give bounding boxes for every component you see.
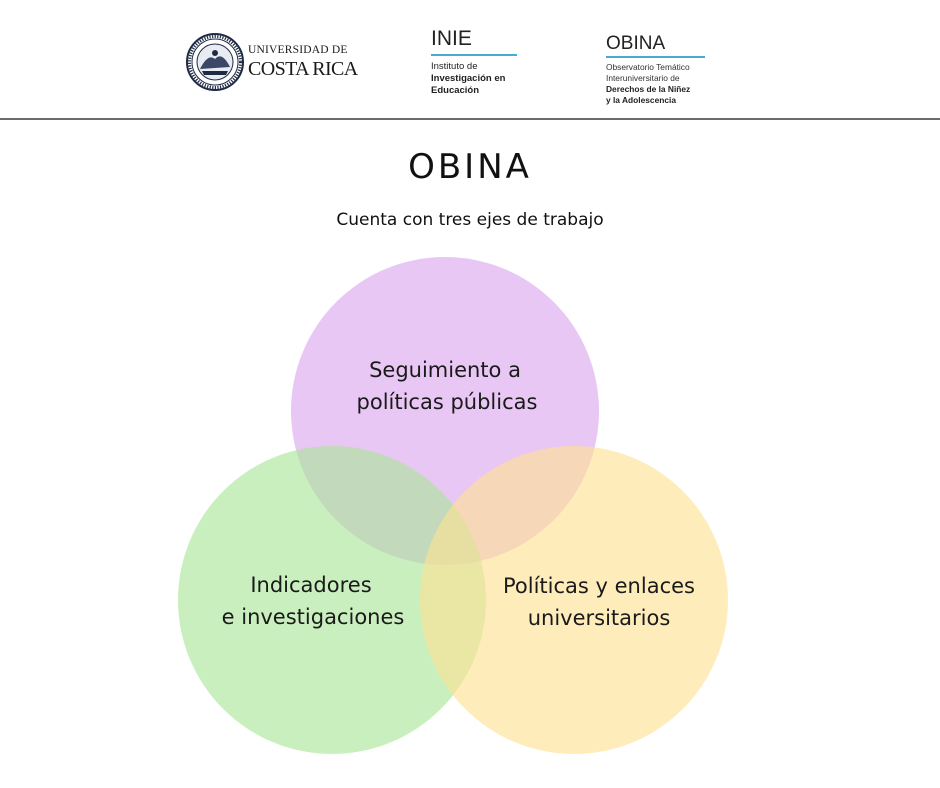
circle-indicadores: [178, 446, 486, 754]
inie-logo-line2: Investigación en: [431, 73, 506, 84]
label-seguimiento-line1: Seguimiento a: [369, 358, 521, 382]
inie-logo-line3: Educación: [431, 85, 480, 96]
label-politicas-line2: universitarios: [528, 606, 671, 630]
obina-logo-line1: Observatorio Temático: [606, 62, 690, 72]
label-indicadores-line1: Indicadores: [250, 573, 371, 597]
inie-logo-title: INIE: [431, 27, 472, 50]
obina-logo-rule: [606, 56, 705, 58]
ucr-logo-line2: COSTA RICA: [248, 57, 358, 80]
label-indicadores-line2: e investigaciones: [222, 605, 405, 629]
inie-logo-rule: [431, 54, 517, 56]
ucr-logo-text: UNIVERSIDAD DE COSTA RICA: [248, 44, 358, 80]
inie-logo-subtitle: Instituto de Investigación en Educación: [431, 61, 541, 97]
label-politicas-line1: Políticas y enlaces: [503, 574, 695, 598]
header-divider: [0, 118, 940, 120]
obina-logo-line3: Derechos de la Niñez: [606, 84, 691, 94]
ucr-logo-line1: UNIVERSIDAD DE: [248, 44, 348, 56]
obina-logo-subtitle: Observatorio Temático Interuniversitario…: [606, 62, 726, 106]
label-seguimiento-line2: políticas públicas: [357, 390, 538, 414]
obina-logo-line4: y la Adolescencia: [606, 95, 676, 105]
circle-politicas: [420, 446, 728, 754]
header-bar: UNIVERSIDAD DE COSTA RICA INIE Instituto…: [0, 0, 940, 118]
ucr-seal-icon: [186, 33, 244, 91]
inie-logo: INIE Instituto de Investigación en Educa…: [431, 28, 541, 97]
obina-logo-title: OBINA: [606, 33, 666, 54]
inie-logo-line1: Instituto de: [431, 61, 478, 72]
obina-logo-line2: Interuniversitario de: [606, 73, 680, 83]
page-subtitle: Cuenta con tres ejes de trabajo: [336, 210, 604, 230]
obina-logo: OBINA Observatorio Temático Interunivers…: [606, 34, 726, 106]
page-title: OBINA: [408, 147, 532, 187]
